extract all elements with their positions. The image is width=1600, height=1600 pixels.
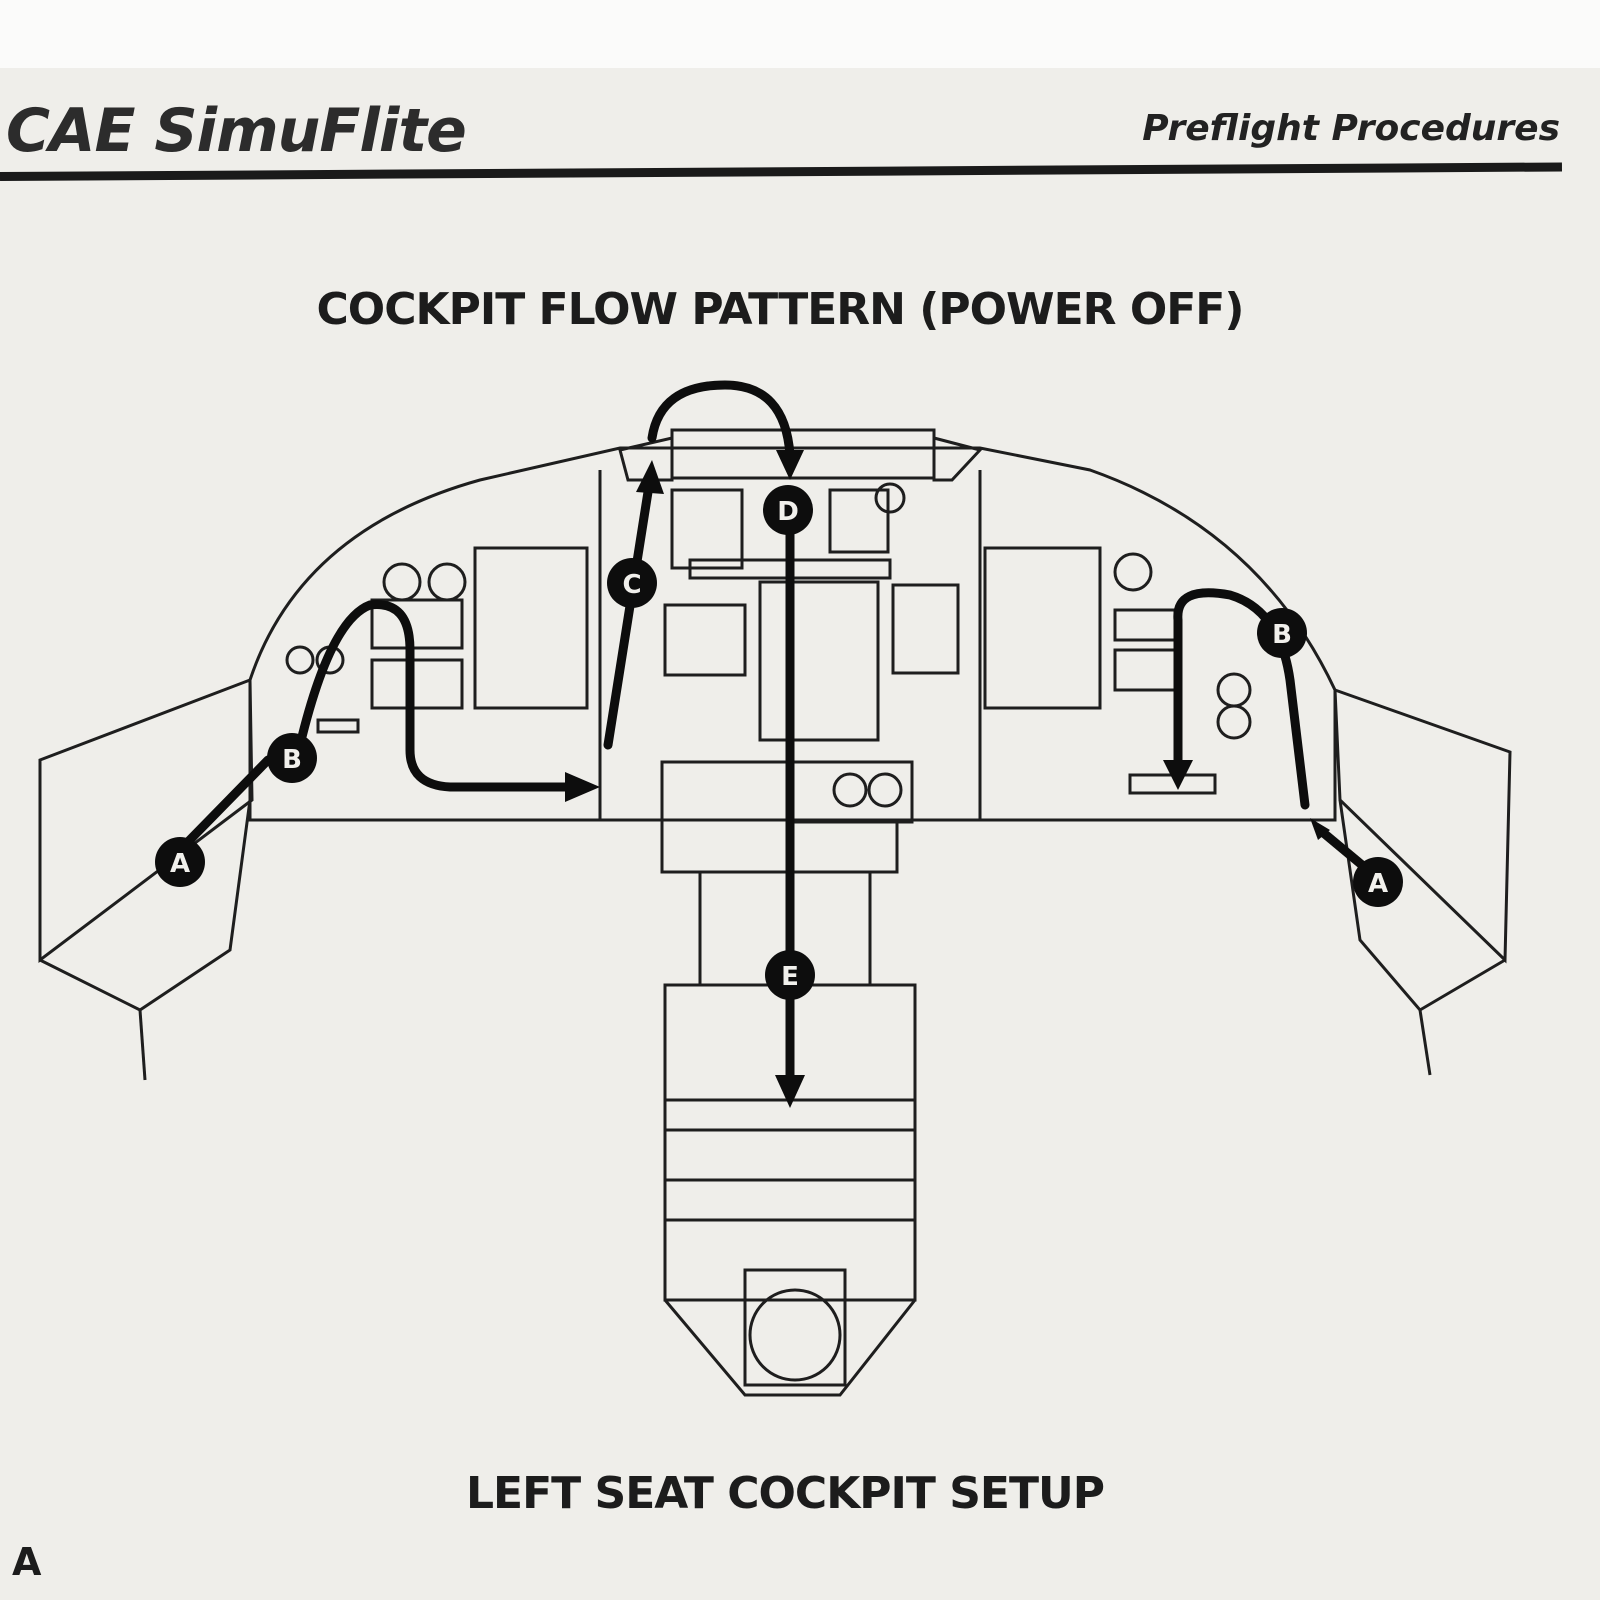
marker-c: C [607, 558, 657, 608]
marker-b-left: B [267, 733, 317, 783]
glareshield-outline [248, 446, 1337, 691]
marker-e-label: E [781, 962, 799, 992]
left-pfd [473, 546, 589, 710]
arrowhead-b-left [565, 772, 600, 802]
marker-b-right-label: B [1272, 620, 1292, 650]
marker-e: E [765, 950, 815, 1000]
center-mfd [758, 580, 880, 742]
flow-arrow-b-left [295, 600, 570, 792]
arrowhead-b-right [1163, 760, 1193, 790]
arrowhead-a-right [1310, 818, 1330, 840]
flow-arrow-d-loop [647, 380, 795, 460]
arrowhead-e [775, 1075, 805, 1108]
flow-arrow-c [603, 487, 653, 750]
marker-a-right-label: A [1368, 869, 1388, 899]
marker-b-left-label: B [282, 745, 302, 775]
left-side-console [38, 677, 254, 1081]
right-side-console [1333, 687, 1512, 1076]
page-sheet [0, 68, 1600, 1600]
arrowhead-d [776, 450, 804, 480]
page-marker: A [12, 1540, 42, 1584]
marker-a-left: A [155, 837, 205, 887]
marker-d: D [763, 485, 813, 535]
diagram-title: COCKPIT FLOW PATTERN (POWER OFF) [316, 284, 1245, 335]
brand-logo-text: CAE SimuFlite [6, 96, 467, 166]
center-pedestal [660, 760, 789, 874]
diagram-caption: LEFT SEAT COCKPIT SETUP [466, 1468, 1105, 1519]
marker-a-right: A [1353, 857, 1403, 907]
annunciator-panel [670, 428, 936, 480]
right-pfd [983, 546, 1102, 710]
section-title: Preflight Procedures [1142, 108, 1560, 149]
top-margin [0, 0, 1600, 68]
flow-arrow-a-to-b-left [175, 755, 273, 855]
marker-c-label: C [622, 570, 641, 600]
marker-d-label: D [777, 497, 799, 527]
marker-b-right: B [1257, 608, 1307, 658]
arrowhead-c [636, 460, 664, 494]
marker-a-left-label: A [170, 849, 190, 879]
